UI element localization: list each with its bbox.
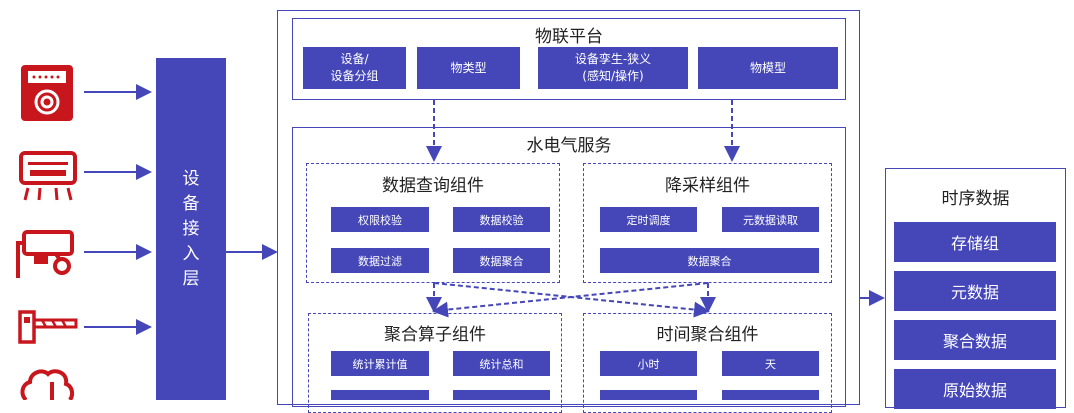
downsample-component-title: 降采样组件: [665, 176, 750, 196]
connector-arrows: [84, 84, 885, 335]
query-item: 权限校验: [331, 207, 429, 232]
query-item: 数据聚合: [453, 248, 550, 273]
timeseries-item: 聚合数据: [894, 320, 1056, 360]
time-aggregation-item: 小时: [600, 351, 697, 376]
timeseries-item: 存储组: [894, 222, 1056, 262]
aggregate-operator-item-cut: [331, 390, 429, 400]
platform-box-thing-type: 物类型: [417, 47, 520, 89]
air-conditioner-icon: [18, 150, 78, 202]
time-aggregation-item-cut: [722, 390, 819, 400]
time-aggregation-item: 天: [722, 351, 819, 376]
device-access-layer: 设 备 接 入 层: [156, 58, 226, 400]
platform-box-device-twin: 设备孪生-狭义 (感知/操作): [538, 47, 688, 89]
aggregate-operator-item: 统计总和: [453, 351, 550, 376]
query-item: 数据校验: [453, 207, 550, 232]
downsample-component: [583, 163, 832, 283]
platform-box-thing-model: 物模型: [698, 47, 838, 89]
downsample-item: 定时调度: [600, 207, 697, 232]
platform-box-device-group: 设备/ 设备分组: [303, 47, 406, 89]
query-item: 数据过滤: [331, 248, 429, 273]
timeseries-title: 时序数据: [941, 189, 1010, 209]
barrier-gate-icon: [18, 308, 78, 344]
downsample-item: 元数据读取: [722, 207, 819, 232]
timeseries-item: 原始数据: [894, 369, 1056, 409]
cloud-icon: [18, 368, 78, 400]
device-access-layer-label: 设 备 接 入 层: [182, 168, 200, 289]
aggregate-operator-item-cut: [453, 390, 550, 400]
query-component: [306, 163, 560, 283]
iot-platform-title: 物联平台: [535, 27, 603, 47]
camera-icon: [16, 228, 76, 280]
utility-service-title: 水电气服务: [526, 136, 612, 156]
query-component-title: 数据查询组件: [382, 176, 484, 196]
timeseries-item: 元数据: [894, 271, 1056, 311]
iot-platform-panel: [292, 18, 846, 100]
time-aggregation-title: 时间聚合组件: [656, 325, 759, 345]
electric-meter-icon: [20, 64, 74, 122]
aggregate-operator-title: 聚合算子组件: [384, 325, 486, 345]
aggregate-operator-item: 统计累计值: [331, 351, 429, 376]
time-aggregation-item-cut: [600, 390, 697, 400]
downsample-item: 数据聚合: [600, 248, 819, 273]
